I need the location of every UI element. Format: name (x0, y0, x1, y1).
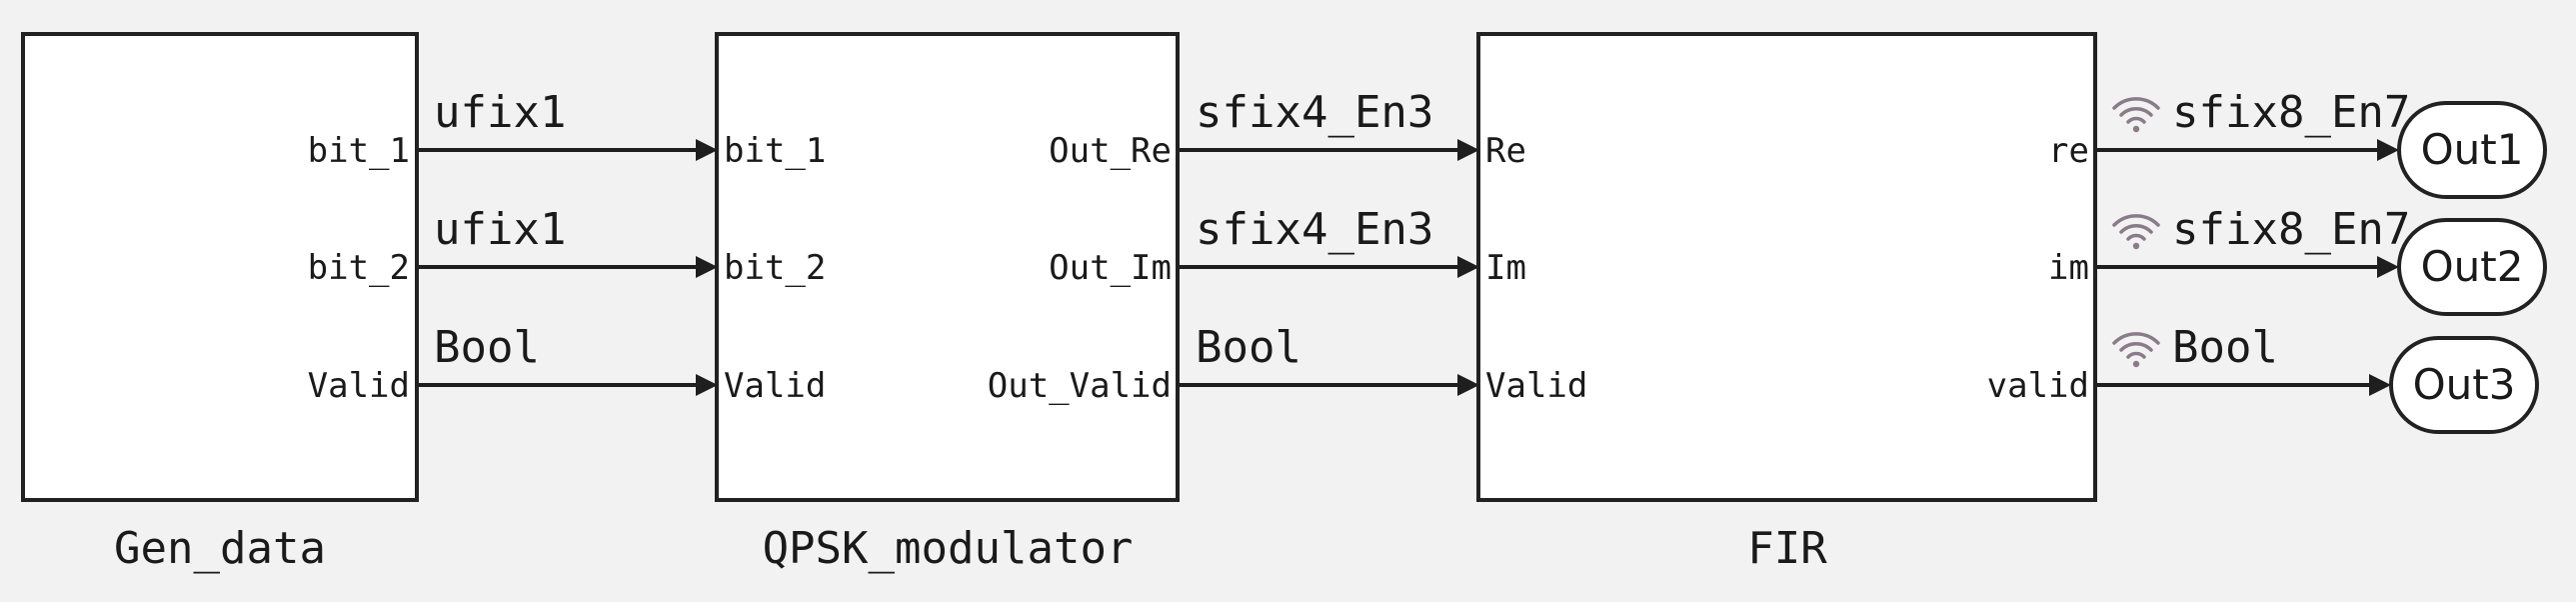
outport-out2-label: Out2 (2421, 242, 2524, 291)
qpsk-block-name: QPSK_modulator (763, 523, 1134, 574)
outport-out1-label: Out1 (2421, 125, 2524, 174)
outport-out1[interactable]: Out1 (2397, 101, 2547, 199)
wifi-icon (2112, 332, 2160, 369)
wifi-icon (2112, 214, 2160, 251)
wifi-icon (2112, 97, 2160, 134)
signal-label-bool-a: Bool (434, 322, 540, 373)
wire-qpsk-to-fir-valid[interactable] (1180, 374, 1479, 396)
signal-label-ufix1-a: ufix1 (434, 87, 566, 138)
fir-inport-re: Re (1485, 131, 1526, 171)
outport-out3[interactable]: Out3 (2389, 336, 2539, 434)
fir-block-name: FIR (1747, 523, 1827, 574)
wire-qpsk-to-fir-re[interactable] (1180, 139, 1479, 161)
gen-data-outport-bit-1: bit_1 (308, 131, 410, 171)
signal-label-sfix8-en7-b: sfix8_En7 (2172, 204, 2410, 255)
gen-data-block[interactable]: bit_1 bit_2 Valid (21, 32, 419, 502)
gen-data-outport-valid: Valid (308, 366, 410, 406)
wire-qpsk-to-fir-im[interactable] (1180, 256, 1479, 278)
qpsk-outport-out-im: Out_Im (1049, 248, 1172, 288)
outport-out2[interactable]: Out2 (2397, 218, 2547, 316)
gen-data-outport-bit-2: bit_2 (308, 248, 410, 288)
fir-inport-im: Im (1485, 248, 1526, 288)
fir-outport-im: im (2048, 248, 2089, 288)
wire-fir-to-out3[interactable] (2097, 374, 2391, 396)
qpsk-outport-out-valid: Out_Valid (988, 366, 1172, 406)
fir-block[interactable]: Re Im Valid re im valid (1476, 32, 2097, 502)
signal-label-bool-b: Bool (1196, 322, 1301, 373)
qpsk-inport-bit-1: bit_1 (724, 131, 826, 171)
qpsk-modulator-block[interactable]: bit_1 bit_2 Valid Out_Re Out_Im Out_Vali… (715, 32, 1180, 502)
wire-fir-to-out1[interactable] (2097, 139, 2399, 161)
signal-label-bool-c: Bool (2172, 322, 2278, 373)
gen-data-block-name: Gen_data (114, 523, 326, 574)
signal-label-ufix1-b: ufix1 (434, 204, 566, 255)
wire-gen-to-qpsk-bit-2[interactable] (419, 256, 718, 278)
signal-label-sfix4-en3-b: sfix4_En3 (1196, 204, 1433, 255)
qpsk-inport-valid: Valid (724, 366, 826, 406)
outport-out3-label: Out3 (2413, 360, 2516, 409)
wire-gen-to-qpsk-valid[interactable] (419, 374, 718, 396)
signal-label-sfix4-en3-a: sfix4_En3 (1196, 87, 1433, 138)
fir-outport-re: re (2048, 131, 2089, 171)
signal-label-sfix8-en7-a: sfix8_En7 (2172, 87, 2410, 138)
fir-inport-valid: Valid (1485, 366, 1587, 406)
fir-outport-valid: valid (1987, 366, 2089, 406)
wire-fir-to-out2[interactable] (2097, 256, 2399, 278)
wire-gen-to-qpsk-bit-1[interactable] (419, 139, 718, 161)
qpsk-outport-out-re: Out_Re (1049, 131, 1172, 171)
qpsk-inport-bit-2: bit_2 (724, 248, 826, 288)
